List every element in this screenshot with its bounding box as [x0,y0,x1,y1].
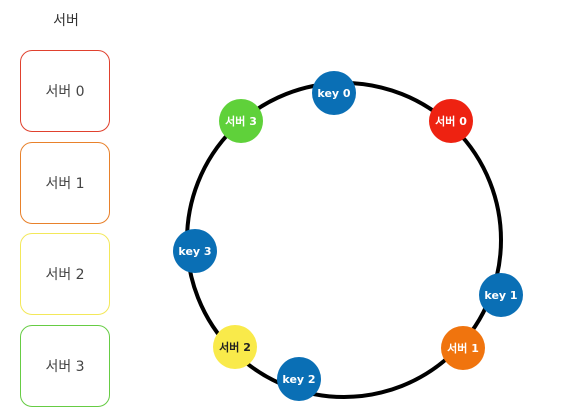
server-box-label: 서버 0 [45,84,85,100]
server-node-label: 서버 0 [435,114,467,128]
server-node-circle [219,99,263,143]
server-node-circle [441,326,485,370]
server-node-label: 서버 1 [447,341,479,355]
ring-node-server-2: 서버 2 [213,325,257,369]
key-node-circle [312,71,356,115]
ring-node-server-0: 서버 0 [429,99,473,143]
ring-node-key-1: key 1 [479,273,523,317]
key-node-label: key 2 [282,373,315,386]
key-node-label: key 0 [317,87,350,100]
server-node-label: 서버 3 [225,114,257,128]
key-node-circle [173,229,217,273]
key-node-label: key 1 [484,289,517,302]
server-box-1: 서버 1 [20,142,110,224]
ring-node-server-1: 서버 1 [441,326,485,370]
server-box-label: 서버 1 [45,176,85,192]
key-node-circle [277,357,321,401]
ring-nodes: key 0 서버 0 key 1 서버 1 key 2 서버 2 key 3 서버 3 [173,71,523,401]
ring-node-server-3: 서버 3 [219,99,263,143]
server-box-0: 서버 0 [20,50,110,132]
legend-title: 서버 [53,13,79,29]
ring-node-key-0: key 0 [312,71,356,115]
ring-node-key-3: key 3 [173,229,217,273]
server-box-2: 서버 2 [20,233,110,315]
ring-node-key-2: key 2 [277,357,321,401]
server-node-circle [213,325,257,369]
key-node-circle [479,273,523,317]
server-box-label: 서버 3 [45,359,85,375]
server-node-circle [429,99,473,143]
server-node-label: 서버 2 [219,340,251,354]
server-box-3: 서버 3 [20,325,110,407]
key-node-label: key 3 [178,245,211,258]
server-box-label: 서버 2 [45,267,85,283]
